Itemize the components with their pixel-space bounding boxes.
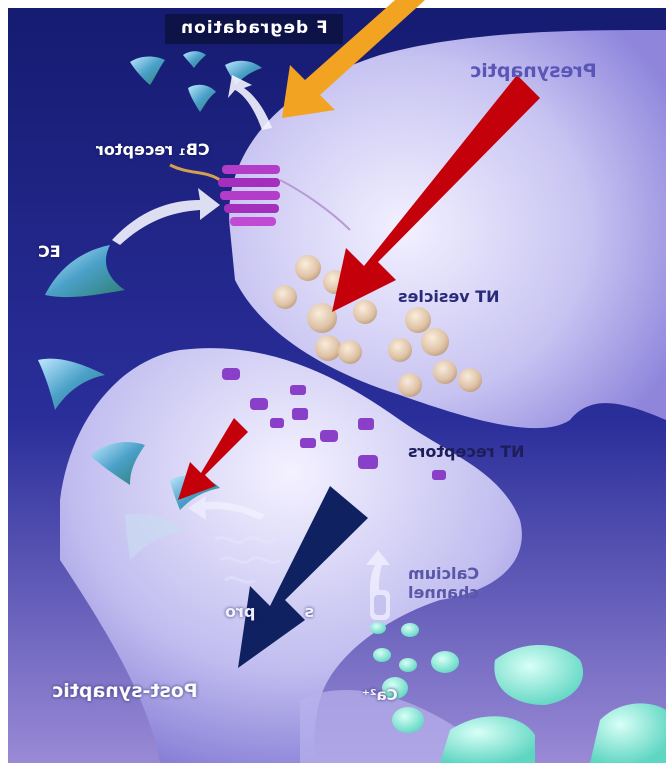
left-edge [0,0,8,763]
degradation-initial: F [315,18,328,38]
degradation-label: F degradation [180,18,328,38]
ec-label: EC [38,242,61,261]
calcium-channel [370,590,390,620]
proteins-label-fragment2: pro [225,602,255,621]
presynaptic-label: Presynaptic [470,60,597,82]
postsynaptic-label: Post-synaptic [52,680,198,702]
nt-receptors-label: NT receptors [408,442,524,461]
ca2-label: Ca²⁺ [362,686,398,704]
nt-vesicles-label: NT vesicles [398,287,500,306]
top-edge [0,0,666,8]
calcium-channel-line2: channel [408,583,479,602]
proteins-label: s pro [225,602,314,621]
calcium-channel-label: Calcium channel [408,564,479,602]
degradation-text: degradation [180,18,308,38]
proteins-label-fragment: s [305,602,315,621]
calcium-channel-line1: Calcium [408,564,479,583]
cb1-receptor-label: CB₁ receptor [96,140,210,159]
